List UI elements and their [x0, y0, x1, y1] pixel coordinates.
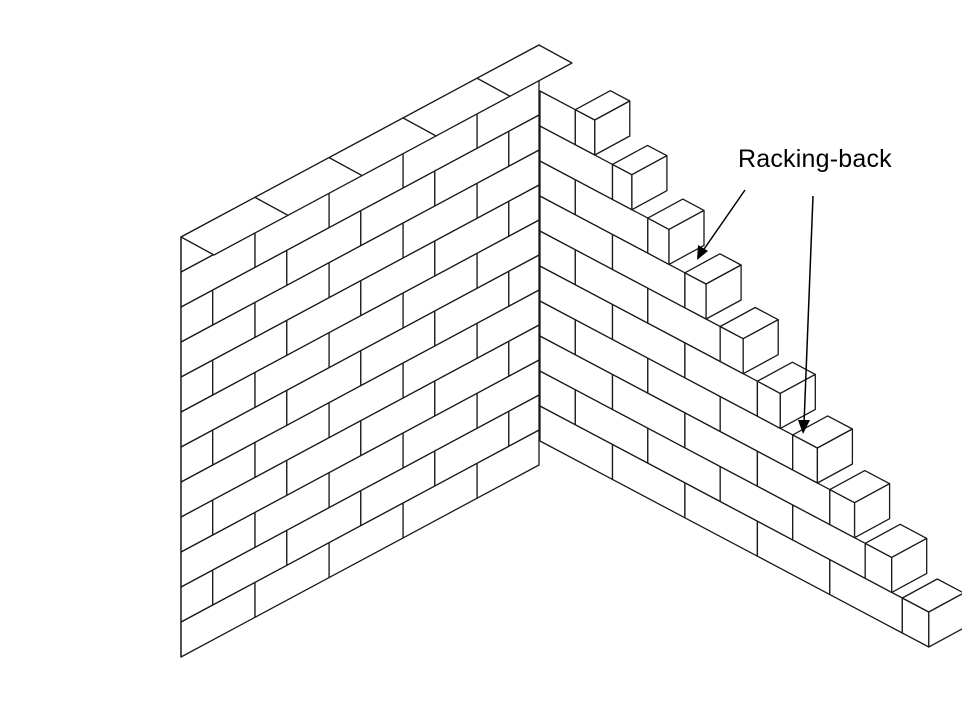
racking-back-label: Racking-back [738, 145, 892, 173]
left-wall [180, 44, 573, 658]
arrow-lower-head [798, 420, 810, 434]
arrow-lower-line [803, 195, 814, 425]
right-wall-step-end [853, 483, 891, 539]
right-wall-step-end [742, 319, 779, 375]
right-wall-step-end [705, 264, 742, 320]
right-wall-step-end [816, 428, 854, 484]
right-wall-step-end [594, 100, 631, 156]
arrow-upper-head [697, 245, 708, 260]
right-wall-step-end [928, 593, 962, 648]
left-wall-top-brick [476, 44, 573, 97]
right-wall-step-end [668, 209, 705, 266]
right-wall-step-end [631, 155, 668, 211]
callout-arrows [697, 189, 814, 434]
right-wall-step-end [891, 537, 928, 594]
right-wall-step-top [901, 578, 962, 613]
right-wall-racking-back [539, 90, 962, 648]
arrow-upper-line [701, 189, 746, 253]
